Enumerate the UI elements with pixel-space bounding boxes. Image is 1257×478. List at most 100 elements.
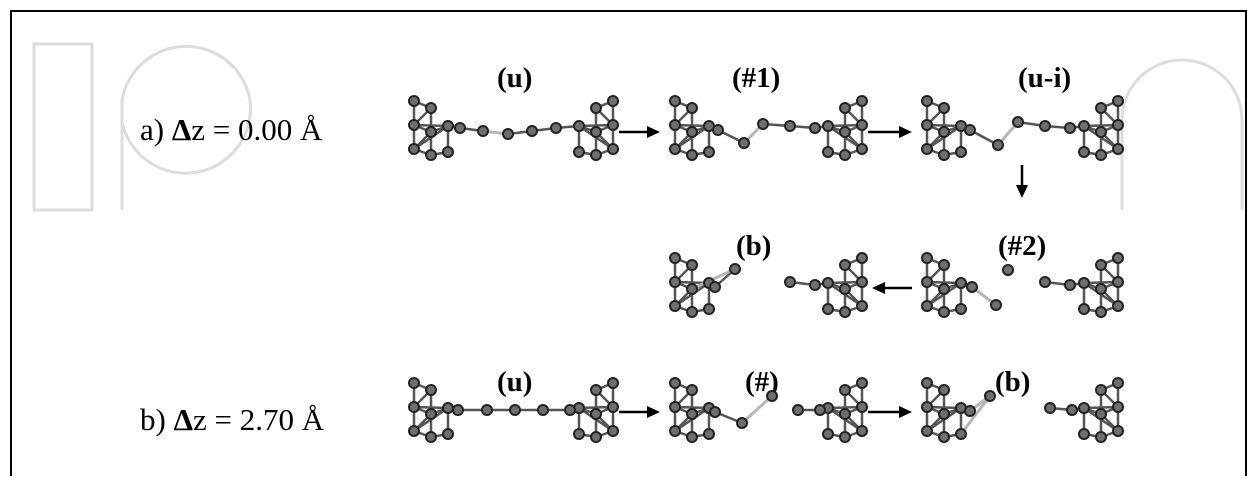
atom <box>425 384 437 396</box>
atom <box>921 377 933 389</box>
atom <box>607 119 619 131</box>
atom <box>550 122 562 134</box>
atom <box>442 120 454 132</box>
atom <box>938 126 950 138</box>
atom <box>425 431 437 443</box>
atom <box>814 404 826 416</box>
atom <box>442 428 454 440</box>
atom <box>526 125 538 137</box>
molecule-a-u <box>408 95 619 161</box>
atom <box>955 428 967 440</box>
atom <box>590 408 602 420</box>
molecule-a-b <box>669 252 868 318</box>
atom <box>590 384 602 396</box>
atom <box>938 259 950 271</box>
atom <box>686 306 698 318</box>
atom <box>1095 306 1107 318</box>
atom <box>1002 264 1014 276</box>
atom <box>669 252 681 264</box>
atom <box>822 303 834 315</box>
atom <box>590 149 602 161</box>
row-a-label: a) Δz = 0.00 Å <box>140 112 322 148</box>
atom <box>921 95 933 107</box>
atom <box>1095 431 1107 443</box>
atom <box>502 128 514 140</box>
atom <box>766 390 778 402</box>
arrow-b-hash-to-b <box>868 406 912 418</box>
atom <box>686 259 698 271</box>
atom <box>738 137 750 149</box>
atom <box>607 401 619 413</box>
atom <box>938 283 950 295</box>
atom <box>669 95 681 107</box>
atom <box>669 377 681 389</box>
atom <box>686 283 698 295</box>
atom <box>1095 102 1107 114</box>
state-label-a-u: (u) <box>497 62 533 94</box>
atom <box>856 276 868 288</box>
atom <box>921 143 933 155</box>
arrow-b-u-to-hash <box>619 406 660 418</box>
atom <box>1078 120 1090 132</box>
molecule-a-1 <box>669 95 868 161</box>
molecule-a-ui <box>921 95 1124 161</box>
atom <box>955 277 967 289</box>
atom <box>1064 122 1076 134</box>
atom <box>686 149 698 161</box>
atom <box>1078 277 1090 289</box>
atom <box>839 283 851 295</box>
atom <box>425 126 437 138</box>
atom <box>669 119 681 131</box>
atom <box>856 143 868 155</box>
row-b-delta: Δ <box>173 402 194 437</box>
atom <box>1095 149 1107 161</box>
figure-frame <box>10 10 1247 476</box>
atom <box>607 143 619 155</box>
atom <box>573 120 585 132</box>
arrow-a-1-to-ui <box>868 126 912 138</box>
row-b-equation: z = 2.70 Å <box>193 402 325 437</box>
atom <box>481 404 493 416</box>
atom <box>425 149 437 161</box>
atom <box>1095 259 1107 271</box>
atom <box>839 384 851 396</box>
atom <box>839 431 851 443</box>
atom <box>408 425 420 437</box>
state-label-b-b: (b) <box>995 366 1031 398</box>
atom <box>408 95 420 107</box>
atom <box>1078 402 1090 414</box>
atom <box>1095 408 1107 420</box>
atom <box>809 122 821 134</box>
atom <box>408 401 420 413</box>
atom <box>1112 95 1124 107</box>
atom <box>984 390 996 402</box>
atom <box>607 425 619 437</box>
atom <box>1078 428 1090 440</box>
atom <box>669 143 681 155</box>
atom <box>703 428 715 440</box>
atom <box>1064 279 1076 291</box>
atom <box>669 425 681 437</box>
atom <box>964 124 976 136</box>
atom <box>955 303 967 315</box>
row-b-label: b) Δz = 2.70 Å <box>140 402 324 438</box>
molecule-b-b <box>921 377 1124 443</box>
state-label-a-b: (b) <box>736 230 772 262</box>
atom <box>856 425 868 437</box>
atom <box>966 281 978 293</box>
atom <box>1112 377 1124 389</box>
atom <box>1112 252 1124 264</box>
atom <box>822 120 834 132</box>
atom <box>822 277 834 289</box>
atom <box>992 139 1004 151</box>
atom <box>1112 425 1124 437</box>
atom <box>1078 146 1090 158</box>
atom <box>729 263 741 275</box>
atom <box>703 146 715 158</box>
molecule-b-u <box>408 377 619 443</box>
arrow-a-ui-to-2 <box>1016 165 1028 198</box>
state-label-a-1: (#1) <box>732 62 781 94</box>
atom <box>454 122 466 134</box>
